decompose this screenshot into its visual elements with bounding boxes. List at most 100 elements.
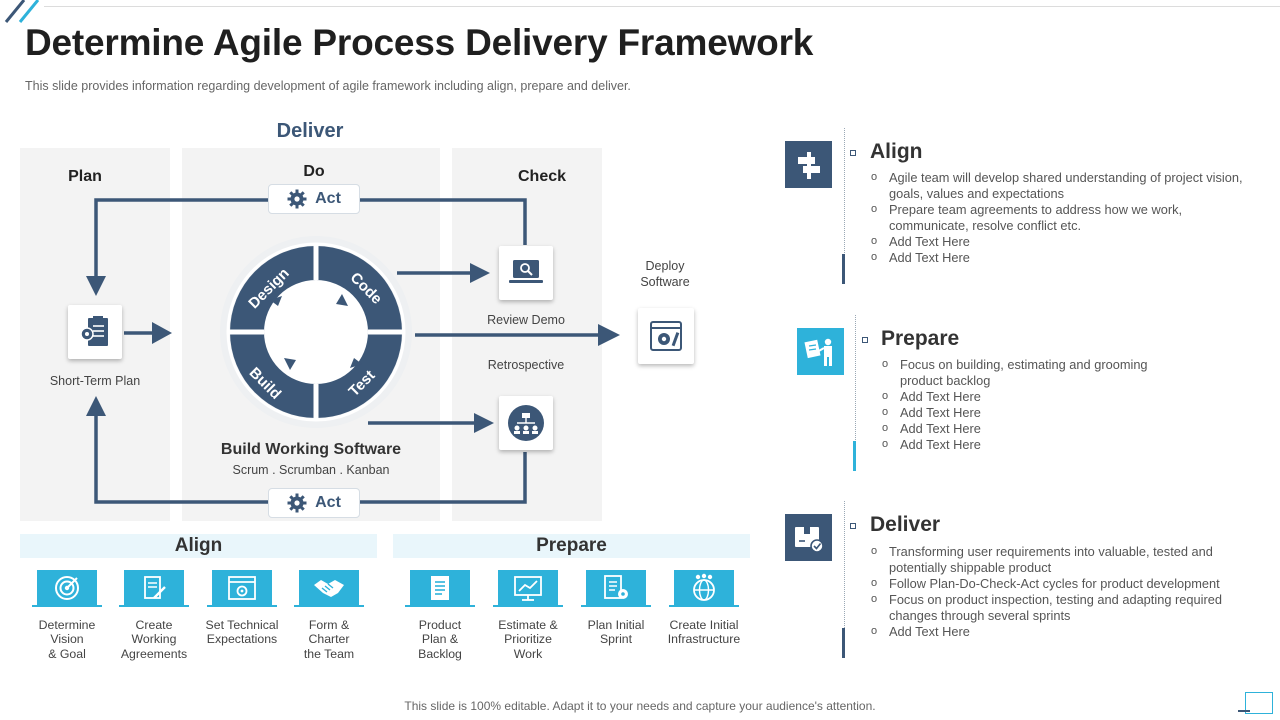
checklist-gear-icon xyxy=(604,574,628,599)
prepare-section-accent xyxy=(853,441,856,471)
act-top-label: Act xyxy=(315,190,341,207)
check-heading: Check xyxy=(517,168,567,185)
act-bottom-label: Act xyxy=(315,494,341,511)
step-underline xyxy=(294,605,364,607)
deliver-section-marker xyxy=(850,523,856,529)
page-title: Determine Agile Process Delivery Framewo… xyxy=(25,22,814,63)
globe-people-icon xyxy=(693,573,715,601)
deliver-section-title: Deliver xyxy=(870,513,941,536)
presenter-icon xyxy=(803,338,832,366)
step-icon-determine-vision xyxy=(37,570,97,605)
gear-icon xyxy=(287,189,307,209)
build-cycle-wheel xyxy=(220,236,412,428)
footer-note: This slide is 100% editable. Adapt it to… xyxy=(404,699,876,713)
step-icon-form-charter xyxy=(299,570,359,605)
step-icon-estimate-prioritize xyxy=(498,570,558,605)
step-icon-product-plan xyxy=(410,570,470,605)
prepare-section-bullets: Focus on building, estimating and groomi… xyxy=(880,356,1170,453)
prepare-section-title: Prepare xyxy=(881,327,960,350)
step-icon-working-agreements xyxy=(124,570,184,605)
step-icon-initial-infrastructure xyxy=(674,570,734,605)
bullet-item: Focus on building, estimating and groomi… xyxy=(880,356,1170,389)
corner-frame-tick xyxy=(1238,710,1250,712)
review-demo-tile xyxy=(499,246,553,300)
review-demo-label: Review Demo xyxy=(487,313,565,327)
bullet-item: Agile team will develop shared understan… xyxy=(869,169,1264,202)
bullet-item: Add Text Here xyxy=(869,249,1264,266)
deliver-section-icon xyxy=(785,514,832,561)
prepare-band-heading: Prepare xyxy=(393,534,750,558)
laptop-search-icon xyxy=(509,260,543,283)
step-icon-initial-sprint xyxy=(586,570,646,605)
handshake-icon xyxy=(314,579,344,597)
align-section-icon xyxy=(785,141,832,188)
step-underline xyxy=(207,605,277,607)
align-section-accent xyxy=(842,254,845,284)
clipboard-gear-icon xyxy=(80,316,108,346)
top-divider xyxy=(44,6,1280,7)
page-subtitle: This slide provides information regardin… xyxy=(25,79,631,93)
bullet-item: Focus on product inspection, testing and… xyxy=(869,591,1244,624)
step-icon-technical-expectations xyxy=(212,570,272,605)
retrospective-label: Retrospective xyxy=(487,358,565,372)
bullet-item: Prepare team agreements to address how w… xyxy=(869,201,1264,234)
step-underline xyxy=(119,605,189,607)
bullet-item: Add Text Here xyxy=(880,404,1170,421)
act-bottom-pill: Act xyxy=(268,488,360,518)
deliver-section-accent xyxy=(842,628,845,658)
prepare-section-marker xyxy=(862,337,868,343)
bullet-item: Follow Plan-Do-Check-Act cycles for prod… xyxy=(869,575,1244,592)
deploy-software-tile xyxy=(638,308,694,364)
build-working-software-title: Build Working Software xyxy=(220,441,402,458)
document-list-icon xyxy=(431,575,449,600)
align-section-bullets: Agile team will develop shared understan… xyxy=(869,169,1264,266)
step-label-product-plan: Product Plan & Backlog xyxy=(418,618,462,661)
step-label-technical-expectations: Set Technical Expectations xyxy=(205,618,279,647)
step-underline xyxy=(405,605,475,607)
do-heading: Do xyxy=(303,163,325,180)
step-underline xyxy=(32,605,102,607)
retrospective-tile xyxy=(499,396,553,450)
align-section-divider xyxy=(844,128,845,283)
prepare-section-divider xyxy=(855,315,856,470)
document-pen-icon xyxy=(144,575,166,599)
short-term-plan-tile xyxy=(68,305,122,359)
step-underline xyxy=(581,605,651,607)
step-label-initial-sprint: Plan Initial Sprint xyxy=(587,618,645,647)
team-hierarchy-icon xyxy=(508,405,544,441)
deploy-software-label: Deploy Software xyxy=(615,259,715,290)
deploy-software-text: Deploy Software xyxy=(640,259,690,289)
short-term-plan-label: Short-Term Plan xyxy=(49,374,141,388)
delivery-box-icon xyxy=(794,526,824,553)
bullet-item: Add Text Here xyxy=(880,436,1170,453)
deliver-section-divider xyxy=(844,501,845,658)
target-icon xyxy=(55,575,79,600)
step-underline xyxy=(669,605,739,607)
step-label-form-charter: Form & Charter the Team xyxy=(303,618,355,661)
step-label-working-agreements: Create Working Agreements xyxy=(120,618,188,661)
corner-accent xyxy=(4,0,40,23)
align-section-marker xyxy=(850,150,856,156)
align-band-heading: Align xyxy=(20,534,377,558)
signpost-icon xyxy=(797,151,820,179)
step-label-initial-infrastructure: Create Initial Infrastructure xyxy=(667,618,741,647)
plan-heading: Plan xyxy=(68,168,102,185)
step-label-determine-vision: Determine Vision & Goal xyxy=(38,618,96,661)
step-label-estimate-prioritize: Estimate & Prioritize Work xyxy=(498,618,558,661)
bullet-item: Transforming user requirements into valu… xyxy=(869,543,1244,576)
step-underline xyxy=(493,605,563,607)
chart-board-icon xyxy=(514,575,542,601)
bullet-item: Add Text Here xyxy=(880,388,1170,405)
browser-gear-icon xyxy=(228,575,256,600)
act-top-pill: Act xyxy=(268,184,360,214)
gear-icon xyxy=(287,493,307,513)
bullet-item: Add Text Here xyxy=(869,623,1244,640)
browser-gear-icon xyxy=(650,321,682,351)
corner-frame xyxy=(1245,692,1273,714)
bullet-item: Add Text Here xyxy=(869,233,1264,250)
deliver-heading: Deliver xyxy=(276,120,344,142)
methods-label: Scrum . Scrumban . Kanban xyxy=(232,463,390,477)
bullet-item: Add Text Here xyxy=(880,420,1170,437)
align-section-title: Align xyxy=(870,140,923,163)
deliver-section-bullets: Transforming user requirements into valu… xyxy=(869,543,1244,640)
